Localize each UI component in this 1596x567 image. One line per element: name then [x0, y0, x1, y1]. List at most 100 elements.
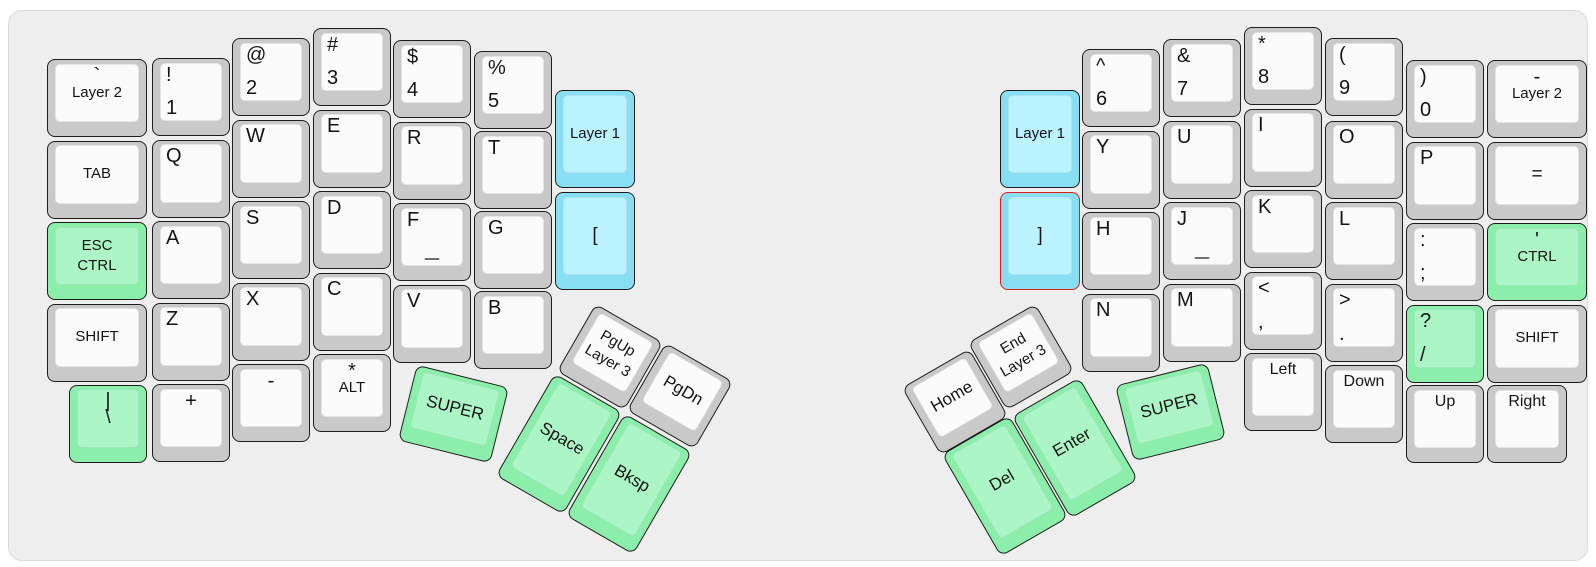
key-k[interactable]: K: [1244, 190, 1322, 268]
key-g[interactable]: G: [474, 211, 552, 289]
key-label: PgDn: [643, 352, 723, 431]
key-label: $: [407, 45, 419, 68]
key-tab[interactable]: TAB: [47, 140, 147, 219]
key-minus-layer2[interactable]: -Layer 2: [1487, 60, 1587, 138]
key-o[interactable]: O: [1325, 120, 1403, 199]
key-h[interactable]: H: [1082, 212, 1160, 290]
homing-bar: [1194, 256, 1210, 259]
keycap-top: Q: [160, 144, 222, 203]
key-q[interactable]: Q: [152, 139, 230, 218]
keycap-top: N: [1090, 298, 1152, 357]
key-label: SUPER: [1125, 370, 1213, 443]
key-label: *: [1258, 32, 1266, 55]
key-label: 0: [1420, 99, 1432, 121]
key-b[interactable]: B: [474, 291, 552, 369]
keycap-top: =: [1495, 146, 1579, 205]
key-label: D: [327, 196, 342, 219]
key-label: 3: [327, 67, 339, 89]
key-f[interactable]: F: [393, 203, 471, 281]
key-m[interactable]: M: [1163, 283, 1241, 362]
key-z[interactable]: Z: [152, 302, 230, 381]
keycap-top: J: [1171, 206, 1233, 265]
key-5-percent[interactable]: %5: [474, 51, 552, 129]
key-l[interactable]: L: [1325, 202, 1403, 280]
keycap-top: T: [482, 135, 544, 194]
key-p[interactable]: P: [1406, 141, 1484, 220]
key-1-exclam[interactable]: !1: [152, 58, 230, 136]
key-arrow-up[interactable]: Up: [1406, 385, 1484, 463]
keycap-top: &7: [1171, 43, 1233, 102]
key-label: `: [93, 64, 101, 87]
key-layer1-left[interactable]: Layer 1: [555, 90, 635, 188]
key-label: Layer 1: [564, 96, 626, 173]
key-label: Layer 1: [1009, 96, 1071, 173]
key-quote-ctrl[interactable]: 'CTRL: [1487, 223, 1587, 301]
key-j[interactable]: J: [1163, 202, 1241, 280]
key-arrow-down[interactable]: Down: [1325, 365, 1403, 443]
key-label-line: Space: [536, 418, 588, 459]
key-minus-left[interactable]: -: [232, 364, 310, 442]
key-s[interactable]: S: [232, 201, 310, 279]
key-label: F: [407, 208, 420, 231]
key-semicolon-colon[interactable]: :;: [1406, 223, 1484, 301]
key-label: H: [1096, 217, 1111, 240]
key-super-left[interactable]: SUPER: [397, 364, 509, 464]
key-period-gt[interactable]: >.: [1325, 283, 1403, 362]
keycap-top: $4: [401, 44, 463, 103]
key-label: \: [78, 390, 138, 447]
keycap-top: -Layer 2: [1495, 64, 1579, 123]
key-4-dollar[interactable]: $4: [393, 40, 471, 118]
key-left-bracket[interactable]: [: [555, 192, 635, 290]
key-label: N: [1096, 299, 1111, 321]
key-e[interactable]: E: [313, 109, 391, 188]
key-y[interactable]: Y: [1082, 130, 1160, 209]
key-super-right[interactable]: SUPER: [1114, 362, 1226, 462]
key-shift-right[interactable]: SHIFT: [1487, 304, 1587, 383]
key-pipe-backslash[interactable]: |\: [69, 384, 147, 463]
keycap-top: PgDn: [641, 350, 725, 433]
key-u[interactable]: U: [1163, 120, 1241, 199]
key-alt[interactable]: *ALT: [313, 354, 391, 432]
key-0-rparen[interactable]: )0: [1406, 60, 1484, 138]
key-label: ALT: [322, 360, 382, 417]
key-2-at[interactable]: @2: [232, 38, 310, 116]
key-right-bracket[interactable]: ]: [1000, 192, 1080, 290]
key-t[interactable]: T: [474, 131, 552, 209]
key-a[interactable]: A: [152, 221, 230, 299]
key-arrow-left[interactable]: Left: [1244, 353, 1322, 431]
key-layer1-right[interactable]: Layer 1: [1000, 90, 1080, 188]
key-label: ?: [1420, 310, 1432, 332]
key-n[interactable]: N: [1082, 293, 1160, 372]
key-6-caret[interactable]: ^6: [1082, 49, 1160, 127]
key-equals[interactable]: =: [1487, 141, 1587, 220]
key-label: 1: [166, 97, 178, 119]
key-label: 4: [407, 79, 419, 101]
key-c[interactable]: C: [313, 272, 391, 351]
keycap-top: S: [240, 205, 302, 264]
key-backtick-layer2[interactable]: `Layer 2: [47, 59, 147, 137]
key-label: Left: [1269, 360, 1297, 378]
key-i[interactable]: I: [1244, 108, 1322, 187]
key-label: T: [488, 136, 501, 159]
key-label: (: [1339, 43, 1346, 66]
key-v[interactable]: V: [393, 284, 471, 363]
key-slash-question[interactable]: ?/: [1406, 304, 1484, 383]
keycap-top: L: [1333, 206, 1395, 265]
key-d[interactable]: D: [313, 191, 391, 269]
key-3-hash[interactable]: #3: [313, 28, 391, 106]
key-arrow-right[interactable]: Right: [1487, 385, 1567, 463]
key-comma-lt[interactable]: <,: [1244, 271, 1322, 350]
key-plus[interactable]: +: [152, 384, 230, 462]
key-9-lparen[interactable]: (9: [1325, 38, 1403, 116]
key-w[interactable]: W: [232, 119, 310, 198]
key-8-asterisk[interactable]: *8: [1244, 27, 1322, 105]
key-r[interactable]: R: [393, 121, 471, 200]
key-7-amp[interactable]: &7: [1163, 39, 1241, 117]
keycap-top: Up: [1414, 389, 1476, 448]
key-shift-left[interactable]: SHIFT: [47, 303, 147, 382]
key-label: .: [1339, 322, 1345, 345]
key-x[interactable]: X: [232, 282, 310, 361]
